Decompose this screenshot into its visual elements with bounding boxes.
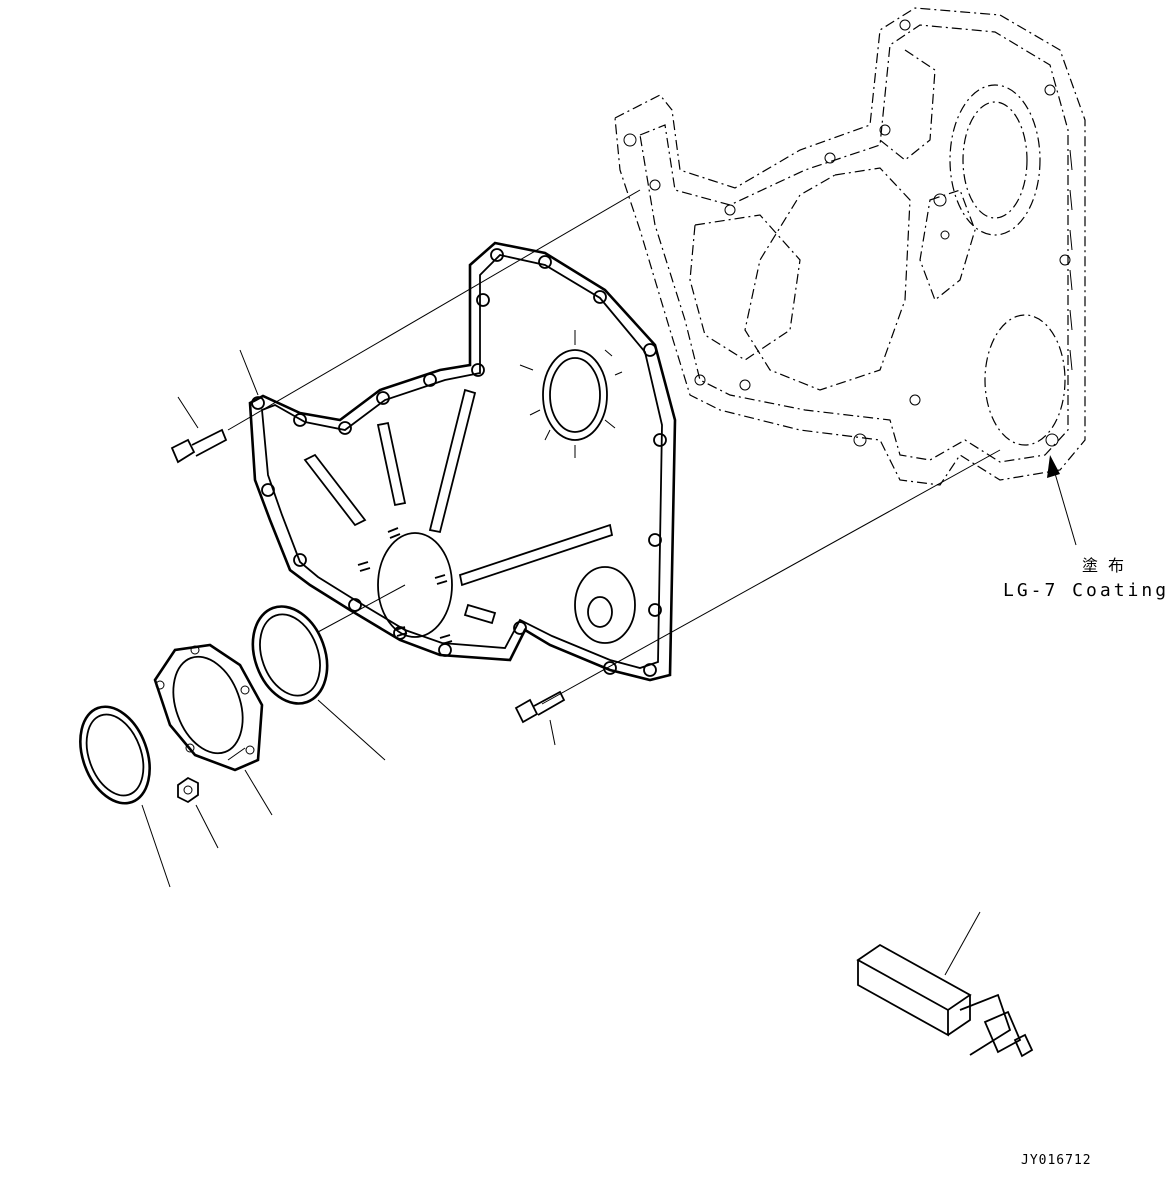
coating-note-en: LG-7 Coating bbox=[1003, 580, 1169, 601]
coating-note-jp: 塗布 bbox=[1082, 556, 1135, 575]
assembly-lines bbox=[227, 189, 1001, 761]
leader-gasket bbox=[239, 349, 259, 396]
gear-housing-phantom bbox=[614, 7, 1086, 486]
bolt-lower-icon bbox=[514, 690, 566, 746]
small-seal-ring-icon bbox=[79, 705, 171, 888]
timing-cover-gasket-icon bbox=[248, 241, 677, 682]
bolt-upper-icon bbox=[170, 396, 228, 464]
nut-icon bbox=[177, 776, 219, 849]
drawing-code: JY016712 bbox=[1021, 1153, 1092, 1168]
coating-arrow-icon bbox=[1047, 455, 1077, 546]
alignment-tool-icon bbox=[856, 911, 1034, 1058]
retainer-plate-icon bbox=[153, 643, 273, 816]
seal-ring-icon bbox=[251, 605, 386, 761]
